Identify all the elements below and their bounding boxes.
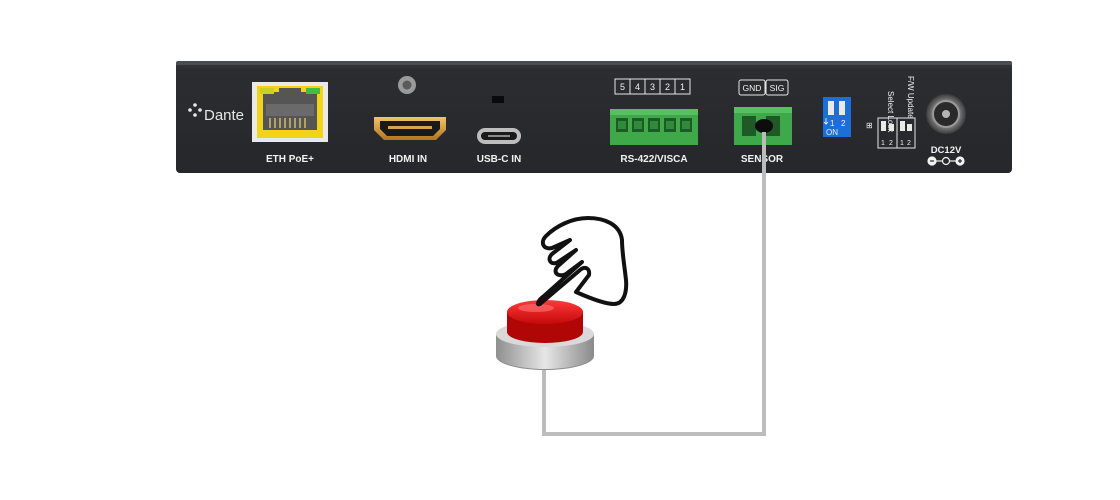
push-button-sensor[interactable] — [496, 300, 594, 370]
rs422-port-label: RS-422/VISCA — [620, 154, 687, 165]
rs422-pin-2: 2 — [665, 82, 670, 92]
device-rear-panel — [176, 61, 1012, 173]
dante-icon — [188, 103, 202, 117]
sensor-plug-socket — [755, 119, 773, 133]
hdmi-in-port[interactable] — [374, 76, 446, 140]
button-cap-top — [507, 300, 583, 324]
rs422-pin-4: 4 — [635, 82, 640, 92]
dc12v-jack[interactable] — [926, 94, 966, 134]
dante-brand-label: Dante — [204, 107, 244, 124]
dip-arrow-icon — [823, 118, 829, 125]
dip-side-glyph: ⊞ — [866, 121, 873, 130]
hdmi-pins — [388, 126, 432, 129]
select-pin-2: 2 — [889, 140, 893, 147]
eth-port-label: ETH PoE+ — [266, 154, 314, 165]
dante-logo: Dante — [188, 103, 244, 124]
sensor-pin-gnd: GND — [743, 83, 762, 93]
dip-number-1: 1 — [830, 119, 835, 128]
fw-pin-1: 1 — [900, 140, 904, 147]
status-led — [492, 96, 504, 103]
dip-on-label: ON — [826, 128, 838, 137]
dc-port-label: DC12V — [931, 145, 962, 156]
rs422-visca-terminal[interactable]: 5 4 3 2 1 — [610, 78, 698, 145]
dip-switch[interactable]: 1 2 ON ⊞ — [823, 97, 873, 137]
fw-update-label: F/W Update — [906, 76, 915, 119]
eth-pins — [269, 118, 306, 128]
hdmi-port-label: HDMI IN — [389, 154, 427, 165]
dip-number-2: 2 — [841, 119, 846, 128]
select-pin-1: 1 — [881, 140, 885, 147]
sensor-pin-labels: GND SIG — [738, 79, 789, 96]
rs422-pin-1: 1 — [680, 82, 685, 92]
select-lock-label: Select Lock — [886, 91, 895, 133]
fw-pin-2: 2 — [907, 140, 911, 147]
sensor-pin-sig: SIG — [770, 83, 785, 93]
dc-polarity-icon — [927, 156, 965, 166]
hand-pointer-icon — [535, 216, 629, 307]
eth-poe-port[interactable] — [252, 82, 328, 142]
sensor-cable — [542, 132, 766, 436]
rs422-pin-labels: 5 4 3 2 1 — [614, 78, 691, 95]
rs422-pin-5: 5 — [620, 82, 625, 92]
usbc-in-port[interactable] — [477, 96, 521, 144]
usbc-port-label: USB-C IN — [477, 154, 521, 165]
fw-select-switch-block[interactable]: F/W Update Select Lock 1 2 1 2 — [877, 76, 916, 149]
rs422-pin-3: 3 — [650, 82, 655, 92]
